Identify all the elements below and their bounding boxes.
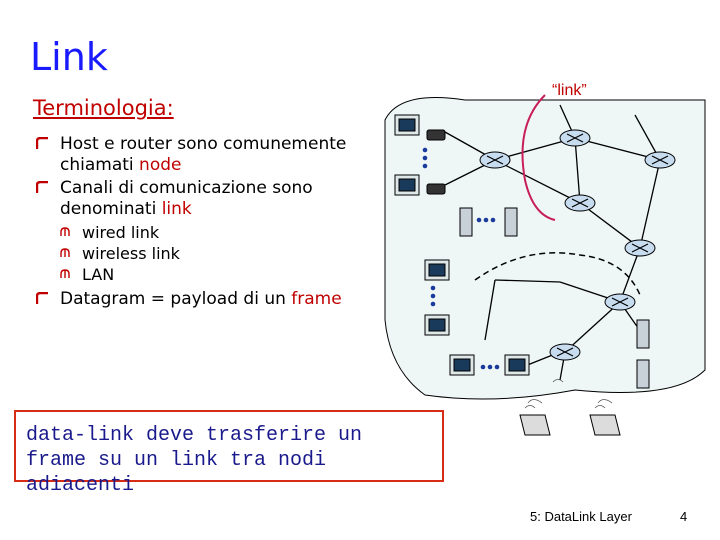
dot-connectors <box>422 147 500 370</box>
sub-bullet-marker-icon <box>60 248 70 257</box>
slide-title: Link <box>30 35 108 79</box>
callout-text: data-link deve trasferire un frame su un… <box>26 424 363 497</box>
bullet-marker-icon <box>36 181 48 193</box>
router-arrows <box>486 133 669 357</box>
bullet-text: Datagram = payload di un <box>60 289 292 309</box>
link-pointer <box>521 94 556 221</box>
hosts <box>394 114 530 376</box>
laptops <box>519 414 621 436</box>
slide-footer: 5: DataLink Layer <box>530 509 632 524</box>
sub-bullet-wireless: wireless link <box>58 243 366 264</box>
servers <box>459 207 650 389</box>
network-cloud <box>384 97 706 400</box>
sub-bullet-marker-icon <box>60 269 70 278</box>
bullet-item-node: Host e router sono comunemente chiamati … <box>36 134 366 176</box>
wireless-link <box>474 252 641 296</box>
wireless-waves <box>524 379 613 409</box>
highlight-link: link <box>161 199 192 219</box>
bullet-marker-icon <box>36 137 48 149</box>
callout-box: data-link deve trasferire un frame su un… <box>14 410 444 497</box>
bullet-text: Canali di comunicazione sono denominati <box>60 178 313 219</box>
sub-bullet-wired: wired link <box>58 222 366 243</box>
network-diagram <box>384 94 706 436</box>
sub-bullet-marker-icon <box>60 227 70 236</box>
bullet-list: Host e router sono comunemente chiamati … <box>36 134 366 312</box>
link-label: “link” <box>552 82 587 99</box>
bullet-text: Host e router sono comunemente chiamati <box>60 134 347 175</box>
highlight-frame: frame <box>291 289 342 309</box>
sub-bullet-lan: LAN <box>58 264 366 285</box>
slide-subtitle: Terminologia: <box>33 96 174 120</box>
bullet-item-datagram: Datagram = payload di un frame <box>36 289 366 310</box>
phones <box>426 129 446 195</box>
page-number: 4 <box>680 509 688 524</box>
bullet-marker-icon <box>36 292 48 304</box>
highlight-node: node <box>139 155 182 175</box>
bullet-item-link: Canali di comunicazione sono denominati … <box>36 178 366 220</box>
